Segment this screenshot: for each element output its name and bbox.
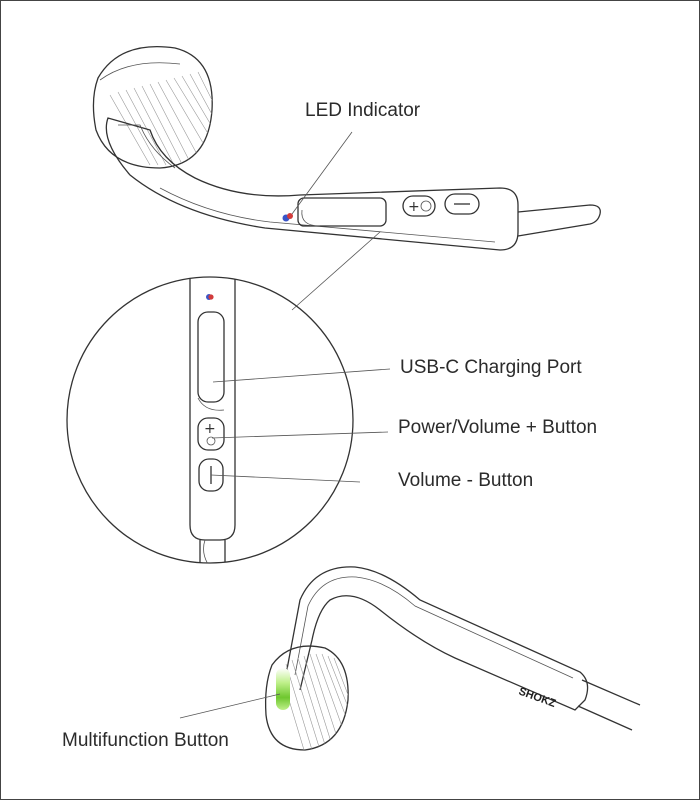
bottom-headphone-illustration: SHOKZ — [179, 566, 641, 751]
svg-text:+: + — [408, 199, 420, 215]
top-headphone-illustration: + — [92, 45, 601, 311]
label-power-volume-up: Power/Volume + Button — [398, 417, 598, 438]
label-multifunction-button: Multifunction Button — [62, 730, 229, 751]
label-usb-c-port: USB-C Charging Port — [400, 357, 582, 378]
brand-logo: SHOKZ — [517, 686, 558, 711]
svg-text:+: + — [204, 421, 216, 437]
label-volume-down: Volume - Button — [398, 470, 534, 491]
zoom-detail-circle: + — [66, 276, 391, 564]
label-led-indicator: LED Indicator — [305, 100, 421, 121]
